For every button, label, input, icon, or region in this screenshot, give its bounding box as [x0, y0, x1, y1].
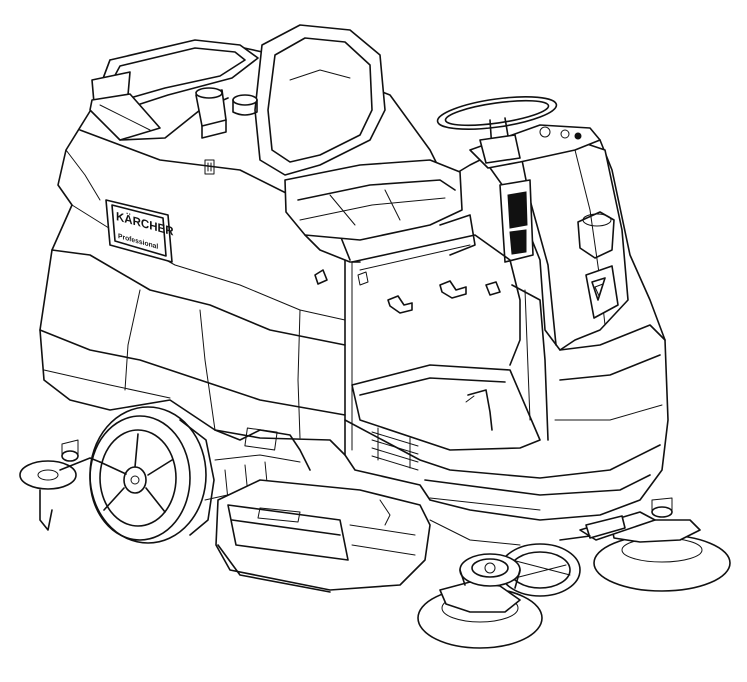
operator-seat: [254, 24, 476, 263]
steering-wheel: [436, 96, 558, 130]
front-side-broom-left: [417, 581, 543, 649]
rear-side-broom: [19, 439, 101, 531]
brand-plate: KÄRCHER Professional: [105, 199, 174, 263]
broom-arm: [429, 511, 656, 546]
front-broom-motor: [459, 553, 521, 589]
side-icon-plate: [204, 159, 215, 175]
footwell: [314, 234, 549, 471]
front-side-broom-right: [593, 497, 731, 592]
top-tank: [89, 39, 259, 141]
front-cabin: [487, 139, 666, 421]
tool-hooks: [314, 269, 501, 314]
front-badge: [585, 265, 619, 319]
lower-skirt: [344, 419, 661, 511]
rear-wheel: [89, 406, 215, 544]
scrub-deck: [215, 479, 431, 593]
steering-assembly: [436, 96, 601, 169]
